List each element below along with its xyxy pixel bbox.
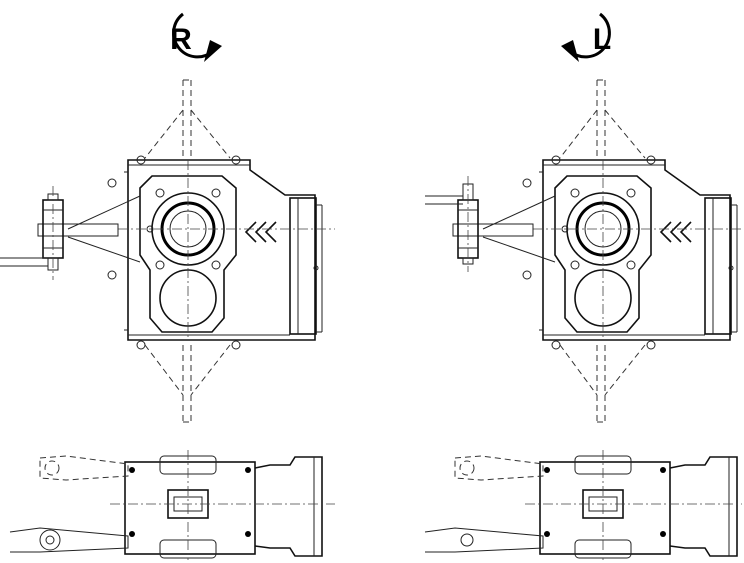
rotation-label-r: R: [170, 23, 192, 56]
gearbox-housing-front-l: [522, 155, 742, 350]
right-rotation-view: R: [0, 12, 335, 560]
gearbox-housing-front: [107, 155, 335, 350]
top-mount-bracket-l: [559, 79, 646, 159]
torque-arm-side: [0, 186, 141, 280]
rotation-label-l: L: [593, 23, 611, 56]
counterclockwise-rotation-icon: L: [561, 12, 611, 62]
gearbox-top-view-l: [424, 450, 742, 560]
clockwise-rotation-icon: R: [170, 12, 222, 62]
bottom-mount-bracket: [144, 344, 231, 423]
gearbox-top-view: [9, 450, 335, 560]
top-mount-bracket: [144, 79, 231, 159]
torque-arm-side-l: [425, 176, 556, 272]
bottom-mount-bracket-l: [559, 344, 646, 423]
left-rotation-view: L: [424, 12, 742, 560]
